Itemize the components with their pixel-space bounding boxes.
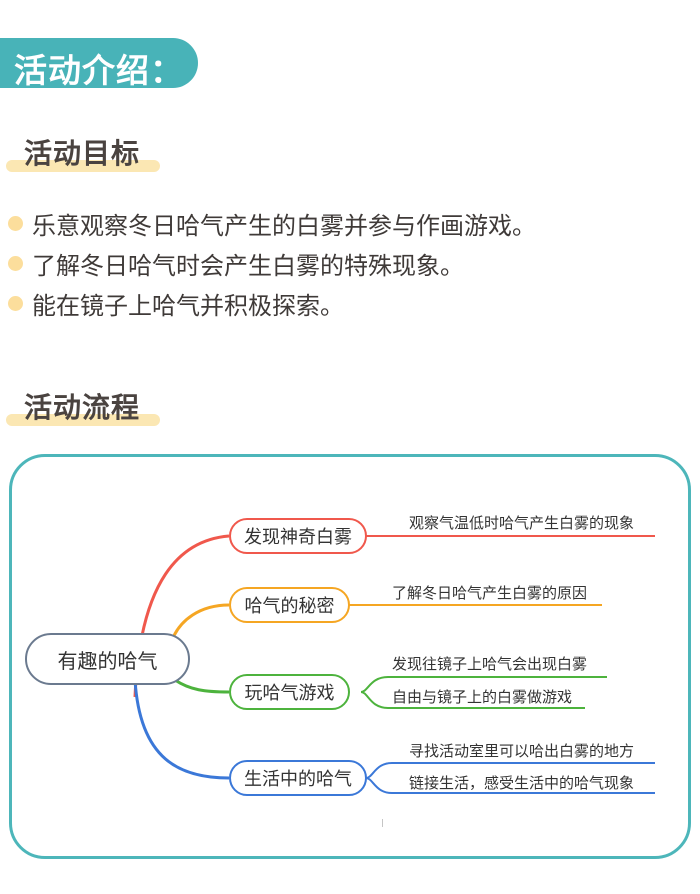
branch-label: 哈气的秘密 xyxy=(244,596,335,617)
branch-label: 发现神奇白雾 xyxy=(244,527,352,548)
process-heading: 活动流程 xyxy=(6,386,160,426)
goal-text: 能在镜子上哈气并积极探索。 xyxy=(32,292,344,320)
leaf-text: 观察气温低时哈气产生白雾的现象 xyxy=(409,514,635,532)
leaf-text: 寻找活动室里可以哈出白雾的地方 xyxy=(409,742,635,760)
list-item: 乐意观察冬日哈气产生的白雾并参与作画游戏。 xyxy=(0,204,700,244)
goals-heading-text: 活动目标 xyxy=(24,137,141,170)
bullet-icon xyxy=(8,216,23,231)
heading-highlight xyxy=(6,160,160,172)
goal-text: 乐意观察冬日哈气产生的白雾并参与作画游戏。 xyxy=(32,212,536,240)
list-item: 了解冬日哈气时会产生白雾的特殊现象。 xyxy=(0,244,700,284)
process-heading-text: 活动流程 xyxy=(24,391,141,424)
root-label: 有趣的哈气 xyxy=(57,648,158,673)
goal-text: 了解冬日哈气时会产生白雾的特殊现象。 xyxy=(32,252,464,280)
branch-node: 发现神奇白雾 xyxy=(229,518,367,554)
goals-list: 乐意观察冬日哈气产生的白雾并参与作画游戏。 了解冬日哈气时会产生白雾的特殊现象。… xyxy=(0,204,700,324)
branch-label: 玩哈气游戏 xyxy=(244,683,335,704)
branch-label: 生活中的哈气 xyxy=(244,769,352,790)
list-item: 能在镜子上哈气并积极探索。 xyxy=(0,284,700,324)
bullet-icon xyxy=(8,256,23,271)
section-title-banner: 活动介绍： xyxy=(0,38,198,90)
goals-heading: 活动目标 xyxy=(6,132,160,172)
mindmap-root-node: 有趣的哈气 xyxy=(25,633,190,685)
leaf-text: 发现往镜子上哈气会出现白雾 xyxy=(392,655,588,673)
bullet-icon xyxy=(8,296,23,311)
branch-node: 生活中的哈气 xyxy=(229,760,367,796)
leaf-text: 了解冬日哈气产生白雾的原因 xyxy=(392,584,588,602)
leaf-text: 链接生活，感受生活中的哈气现象 xyxy=(409,774,635,792)
leaf-text: 自由与镜子上的白雾做游戏 xyxy=(392,688,573,706)
section-title: 活动介绍： xyxy=(14,51,184,90)
branch-node: 玩哈气游戏 xyxy=(229,674,350,710)
branch-node: 哈气的秘密 xyxy=(229,587,350,623)
heading-highlight xyxy=(6,414,160,426)
stray-mark: | xyxy=(381,818,384,827)
